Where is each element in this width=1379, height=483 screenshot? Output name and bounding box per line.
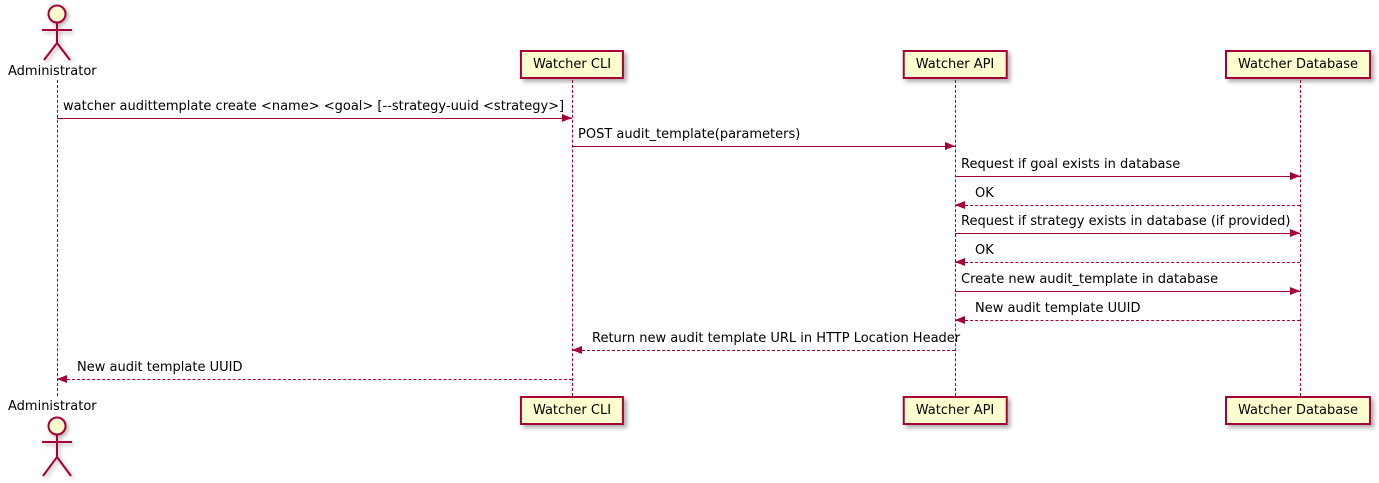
message-label: Return new audit template URL in HTTP Lo…	[592, 331, 961, 346]
message-line	[955, 262, 1300, 263]
actor-icon	[42, 416, 72, 477]
arrowhead-left-icon	[955, 258, 965, 266]
lifeline-watcher-cli	[572, 80, 573, 396]
message-line	[572, 350, 955, 351]
actor-administrator-bottom-label: Administrator	[8, 399, 97, 414]
message-label: OK	[975, 243, 994, 258]
message-line	[955, 320, 1300, 321]
message-label: OK	[975, 186, 994, 201]
message-label: Request if goal exists in database	[961, 157, 1181, 172]
message-line	[572, 146, 955, 147]
message-line	[57, 118, 572, 119]
message-label: Create new audit_template in database	[961, 272, 1219, 287]
participant-watcher-cli-top: Watcher CLI	[519, 50, 625, 79]
participant-watcher-api-bottom: Watcher API	[902, 396, 1008, 425]
lifeline-watcher-database	[1300, 80, 1301, 396]
message-line	[955, 233, 1300, 234]
participant-watcher-api-top: Watcher API	[902, 50, 1008, 79]
message-line	[57, 379, 572, 380]
message-line	[955, 291, 1300, 292]
message-label: watcher audittemplate create <name> <goa…	[63, 99, 565, 114]
participant-watcher-database-bottom: Watcher Database	[1225, 396, 1371, 425]
arrowhead-right-icon	[1290, 287, 1300, 295]
arrowhead-right-icon	[562, 114, 572, 122]
arrowhead-left-icon	[57, 375, 67, 383]
arrowhead-left-icon	[955, 316, 965, 324]
message-line	[955, 176, 1300, 177]
message-label: New audit template UUID	[77, 360, 243, 375]
message-label: New audit template UUID	[975, 301, 1141, 316]
message-label: Request if strategy exists in database (…	[961, 214, 1291, 229]
lifeline-watcher-api	[955, 80, 956, 396]
arrowhead-right-icon	[1290, 229, 1300, 237]
actor-icon	[42, 4, 72, 61]
arrowhead-left-icon	[955, 201, 965, 209]
message-label: POST audit_template(parameters)	[578, 127, 801, 142]
participant-watcher-cli-bottom: Watcher CLI	[519, 396, 625, 425]
message-line	[955, 205, 1300, 206]
arrowhead-left-icon	[572, 346, 582, 354]
actor-administrator-top-label: Administrator	[8, 64, 97, 79]
lifeline-administrator	[57, 80, 58, 396]
participant-watcher-database-top: Watcher Database	[1225, 50, 1371, 79]
arrowhead-right-icon	[1290, 172, 1300, 180]
arrowhead-right-icon	[945, 142, 955, 150]
